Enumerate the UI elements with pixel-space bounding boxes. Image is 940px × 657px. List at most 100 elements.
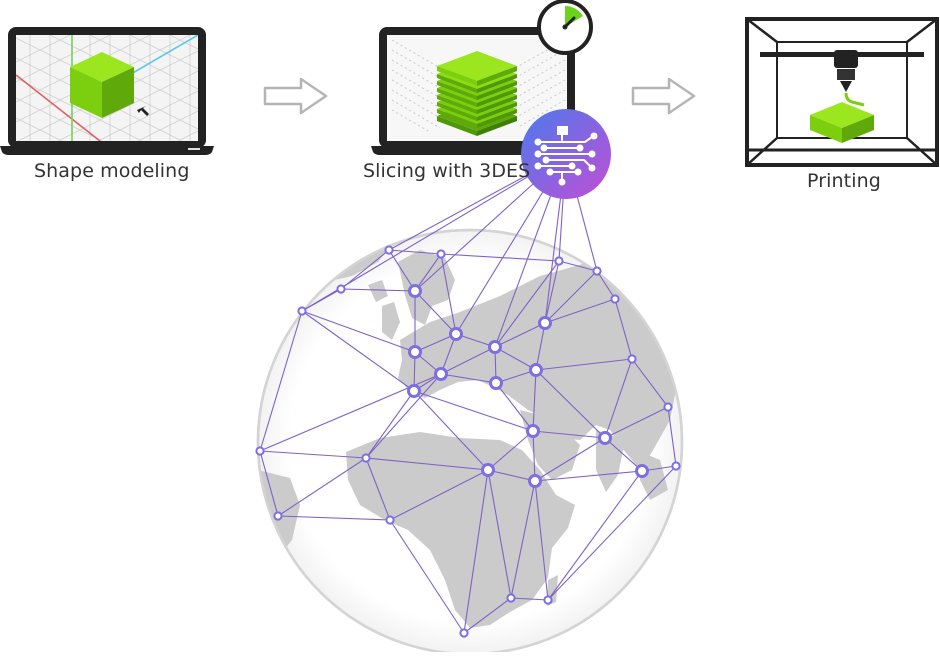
network-link-43: [604, 437, 643, 472]
network-link-46: [532, 430, 536, 482]
network-link-59: [534, 480, 549, 601]
network-link-5: [596, 270, 616, 300]
extruder-head: [834, 50, 858, 92]
network-link-66: [365, 373, 442, 459]
network-node-11: [408, 345, 422, 359]
network-link-74: [301, 153, 567, 312]
network-link-49: [365, 457, 489, 471]
mouse-cursor-icon: [137, 106, 149, 116]
network-link-54: [277, 515, 391, 521]
network-node-24: [671, 461, 681, 471]
network-node-22: [481, 463, 495, 477]
network-node-29: [543, 595, 553, 605]
network-node-23: [635, 464, 649, 478]
network-link-42: [667, 406, 677, 467]
network-link-38: [413, 390, 534, 432]
network-node-0: [384, 245, 394, 255]
network-link-48: [487, 469, 536, 482]
network-link-51: [259, 450, 279, 517]
network-link-31: [495, 369, 537, 384]
network-link-9: [414, 290, 457, 335]
network-link-56: [487, 469, 512, 599]
network-link-33: [631, 358, 669, 408]
network-node-5: [408, 284, 422, 298]
network-link-58: [510, 480, 536, 599]
network-link-55: [389, 469, 489, 521]
network-node-18: [526, 424, 540, 438]
network-nodes: [255, 245, 681, 638]
network-link-4: [558, 260, 598, 272]
network-link-40: [532, 430, 606, 439]
network-node-10: [488, 340, 502, 354]
green-cube-icon: [70, 52, 134, 118]
laptop-modeling-icon: [0, 27, 214, 155]
slice-guides: [391, 39, 566, 133]
network-link-57: [463, 469, 489, 634]
network-link-63: [463, 597, 512, 634]
network-node-7: [297, 306, 307, 316]
network-link-50: [259, 450, 367, 459]
network-link-17: [544, 298, 616, 324]
network-node-9: [449, 327, 463, 341]
network-link-23: [440, 333, 457, 375]
network-node-21: [361, 453, 371, 463]
network-link-14: [544, 260, 560, 324]
step-label-slicing: Slicing with 3DES: [363, 160, 531, 182]
network-node-20: [255, 446, 265, 456]
network-node-3: [592, 266, 602, 276]
network-link-60: [534, 470, 643, 482]
network-link-0: [388, 249, 442, 255]
network-link-47: [534, 437, 606, 482]
network-link-61: [547, 470, 643, 601]
printed-cube-icon: [810, 102, 874, 143]
network-link-45: [487, 430, 534, 471]
network-node-8: [538, 316, 552, 330]
network-link-37: [495, 382, 534, 432]
network-node-1: [436, 249, 446, 259]
network-link-65: [413, 390, 489, 471]
laptop-slicing-icon: [371, 27, 583, 155]
step-label-printing: Printing: [807, 170, 881, 192]
step-label-shape-modeling: Shape modeling: [34, 160, 190, 182]
network-link-12: [259, 310, 303, 452]
network-node-30: [459, 628, 469, 638]
network-link-19: [494, 322, 546, 348]
network-link-34: [604, 358, 633, 439]
network-link-2: [414, 253, 442, 292]
network-node-16: [407, 384, 421, 398]
network-link-69: [301, 310, 415, 392]
network-node-27: [385, 515, 395, 525]
stopwatch-icon: [537, 0, 593, 55]
network-link-53: [365, 457, 391, 521]
circuit-network-icon: [521, 109, 611, 199]
laptop-base: [0, 146, 214, 155]
3d-printer-icon: [745, 17, 939, 167]
network-node-26: [273, 511, 283, 521]
network-node-13: [434, 367, 448, 381]
network-link-67: [547, 465, 677, 601]
right-arrow-icon: [263, 77, 328, 115]
network-link-7: [340, 288, 416, 292]
network-node-15: [489, 376, 503, 390]
network-link-32: [535, 358, 633, 371]
network-link-3: [440, 253, 560, 262]
network-link-64: [389, 519, 465, 634]
network-link-29: [440, 373, 497, 384]
network-link-24: [440, 346, 496, 375]
network-link-39: [365, 390, 415, 459]
network-node-12: [627, 354, 637, 364]
network-node-2: [554, 256, 564, 266]
network-link-16: [544, 270, 598, 324]
network-link-52: [277, 457, 367, 517]
network-link-18: [614, 298, 633, 360]
network-link-41: [604, 406, 669, 439]
network-node-6: [610, 294, 620, 304]
network-link-11: [301, 310, 416, 353]
network-link-62: [510, 597, 549, 601]
right-arrow-icon: [631, 77, 696, 115]
network-link-13: [440, 253, 457, 335]
network-link-36: [532, 369, 537, 432]
network-node-17: [663, 402, 673, 412]
